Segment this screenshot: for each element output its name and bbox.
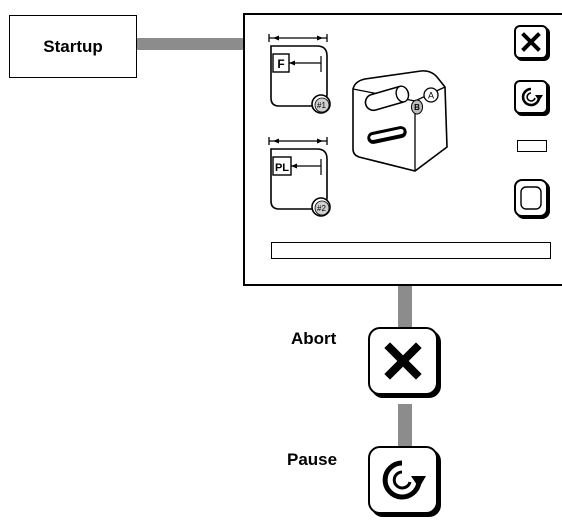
close-icon [384,342,422,380]
abort-button[interactable] [368,327,438,395]
abort-label: Abort [291,329,337,348]
pause-label: Pause [287,450,338,469]
screen-pause-key[interactable] [514,80,548,114]
screen-unload-key[interactable] [514,179,548,217]
startup-label: Startup [43,36,103,56]
step2-diagram: PL #2 [268,137,331,217]
step2-badge: #2 [317,204,326,213]
step1-badge: #1 [317,101,326,110]
mech-label-a: A [428,91,434,101]
mechanism-illustration: B A [352,70,448,172]
pause-connector [398,404,412,446]
step1-diagram: F #1 [268,34,331,114]
progress-bar [271,242,551,259]
abort-connector [398,286,412,327]
mech-label-b: B [414,103,420,112]
step2-letter: PL [275,162,289,174]
rotate-icon [521,87,543,107]
screen-abort-key[interactable] [514,25,548,59]
close-icon [521,32,541,52]
startup-callout: Startup [9,15,137,78]
pause-button[interactable] [368,446,438,514]
status-indicator [517,140,547,152]
display-screen: F #1 PL #2 B A [243,13,562,286]
rotate-icon [382,460,426,500]
blank-key-icon [520,186,542,210]
step1-letter: F [277,57,284,71]
startup-connector [137,38,243,50]
